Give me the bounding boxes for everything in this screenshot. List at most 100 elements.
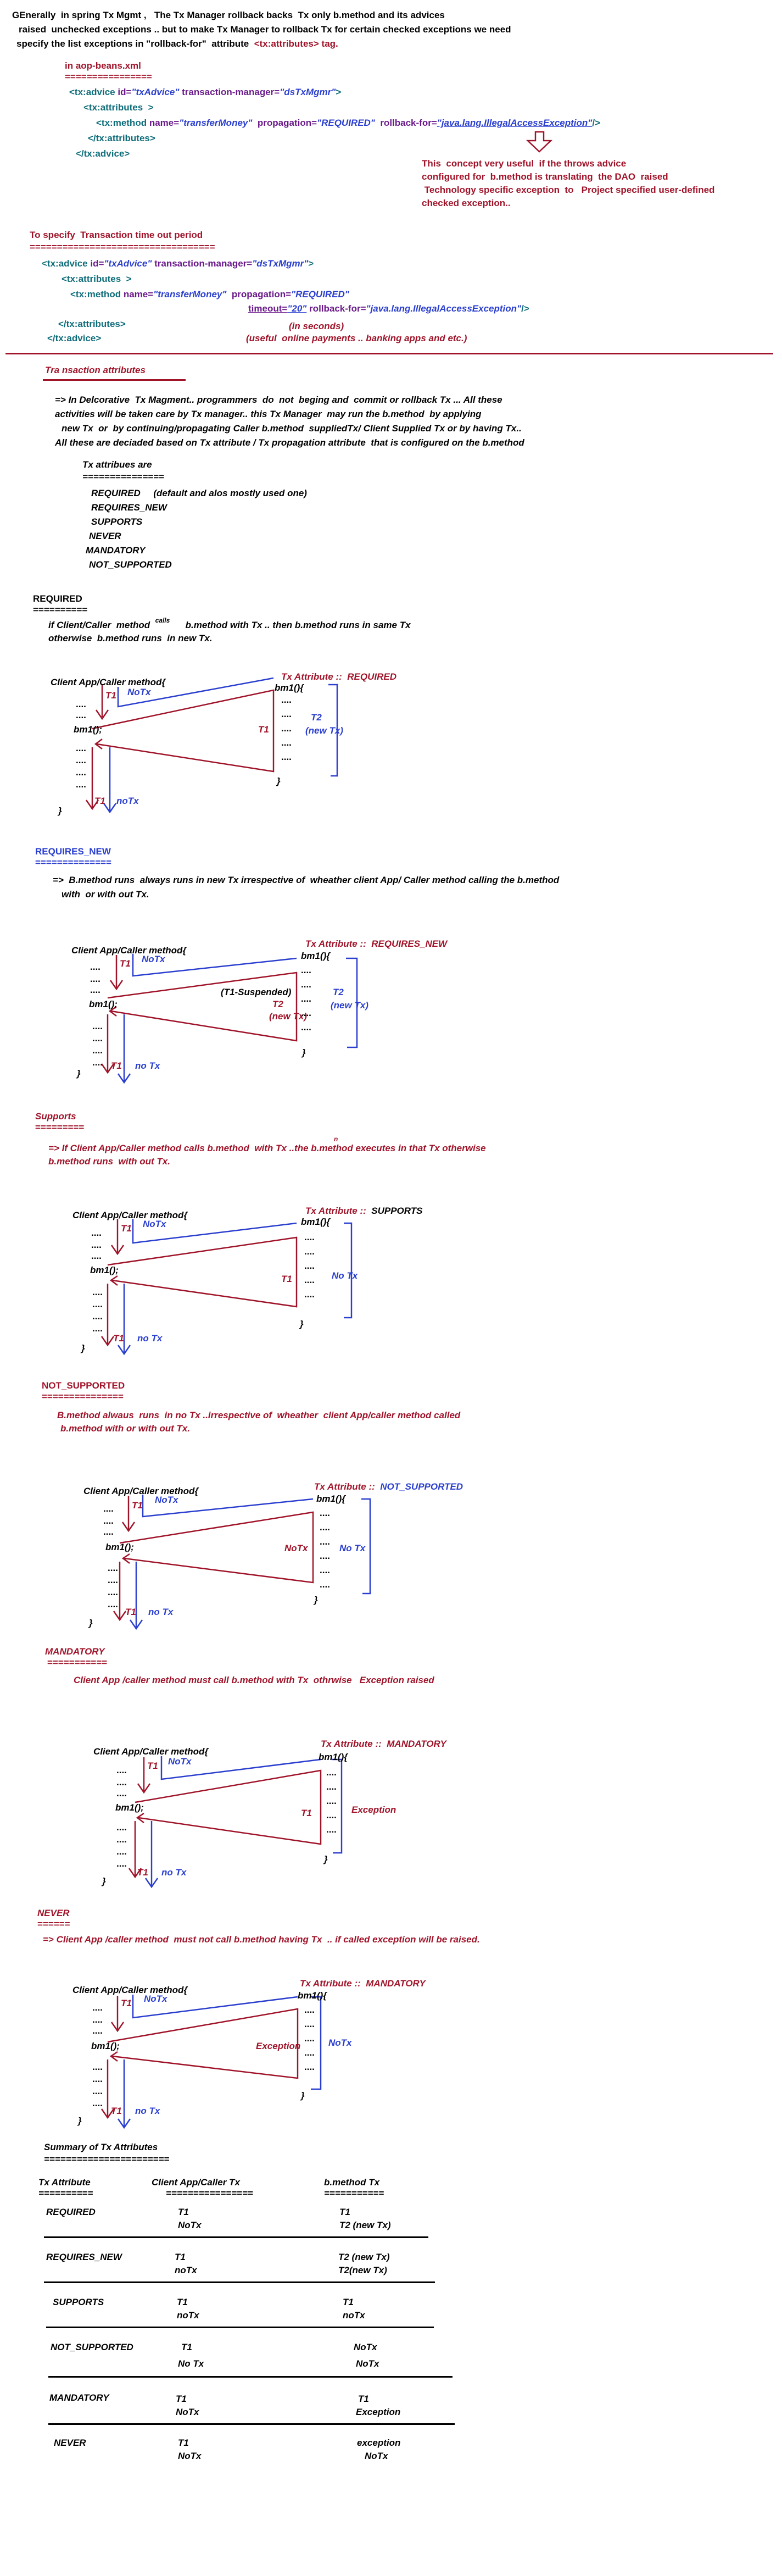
not-supported-client: Client App/Caller method{ <box>83 1486 199 1496</box>
requires-new-dots-2: .... <box>90 974 100 984</box>
summary-header-bmethod-rule: =========== <box>324 2188 384 2199</box>
xml1-line-4: </tx:attributes> <box>88 133 155 143</box>
summary-row-supports-bmethod-2: noTx <box>343 2310 365 2320</box>
not-supported-notx-top: NoTx <box>155 1495 178 1505</box>
requires-new-t1-bottom: T1 <box>111 1061 122 1071</box>
never-t1-bottom: T1 <box>111 2106 122 2116</box>
not-supported-attr-label: Tx Attribute :: NOT_SUPPORTED <box>314 1481 463 1492</box>
requires-new-dots-r2: .... <box>301 979 311 990</box>
timeout-line-4: timeout="20" rollback-for="java.lang.Ill… <box>248 303 529 314</box>
required-bm1-decl: bm1(){ <box>275 682 304 693</box>
xml1-line-1: <tx:advice id="txAdvice" transaction-man… <box>69 87 342 97</box>
mandatory-t1-top: T1 <box>147 1761 158 1771</box>
never-dots-7: .... <box>92 2098 103 2108</box>
not-supported-dots-6: .... <box>108 1587 118 1597</box>
tx-section-heading-underline <box>43 379 186 381</box>
mandatory-bm1-decl: bm1(){ <box>319 1752 348 1762</box>
mandatory-title: MANDATORY <box>45 1646 105 1657</box>
summary-row-mandatory-bmethod-1: T1 <box>358 2394 369 2404</box>
never-dots-1: .... <box>92 2002 103 2013</box>
summary-header-attr: Tx Attribute <box>38 2177 91 2188</box>
mandatory-bm1-call: bm1(); <box>115 1802 144 1813</box>
never-attr-label: Tx Attribute :: MANDATORY <box>300 1978 426 1989</box>
never-dots-3: .... <box>92 2025 103 2036</box>
required-dots-r3: .... <box>281 723 292 734</box>
not-supported-notx-bottom: no Tx <box>148 1607 174 1617</box>
mandatory-notx-bottom: no Tx <box>161 1867 187 1878</box>
tx-list-item-never: NEVER <box>89 531 121 541</box>
summary-row-requires-new-caller-2: noTx <box>175 2265 197 2275</box>
required-newtx: (new Tx) <box>305 725 343 736</box>
requires-new-bm1-call: bm1(); <box>89 999 118 1009</box>
not-supported-close-right: } <box>314 1595 318 1605</box>
required-dots-2: .... <box>76 710 86 720</box>
mandatory-dots-4: .... <box>116 1822 127 1833</box>
timeout-rule: ================================== <box>30 242 215 252</box>
mandatory-dots-2: .... <box>116 1777 127 1787</box>
summary-header-attr-rule: ========== <box>38 2188 93 2199</box>
requires-new-suspended: (T1-Suspended) <box>221 987 292 997</box>
requires-new-dots-r4: .... <box>301 1008 311 1018</box>
summary-title: Summary of Tx Attributes <box>44 2142 158 2152</box>
requires-new-attr-label: Tx Attribute :: REQUIRES_NEW <box>305 939 448 949</box>
summary-row-not-supported-bmethod-1: NoTx <box>354 2342 377 2352</box>
never-desc: => Client App /caller method must not ca… <box>43 1934 480 1945</box>
tx-list-item-required: REQUIRED (default and alos mostly used o… <box>91 488 307 498</box>
requires-new-t2-right: T2 <box>333 987 344 997</box>
summary-row-required-caller-2: NoTx <box>178 2220 202 2230</box>
never-rule: ====== <box>37 1919 70 1929</box>
required-bm1-call: bm1(); <box>74 724 102 735</box>
intro-line-2: raised unchecked exceptions .. but to ma… <box>19 24 511 35</box>
mandatory-dots-3: .... <box>116 1788 127 1798</box>
summary-divider-5 <box>48 2423 455 2425</box>
tx-para-1: => In Delcorative Tx Magment.. programme… <box>55 395 502 405</box>
summary-row-never-caller-2: NoTx <box>178 2451 202 2461</box>
summary-row-requires-new-bmethod-2: T2(new Tx) <box>338 2265 387 2275</box>
supports-dots-7: .... <box>92 1323 103 1334</box>
never-dots-r3: .... <box>304 2033 315 2044</box>
supports-dots-r3: .... <box>304 1261 315 1271</box>
required-desc-1: if Client/Caller method calls b.method w… <box>48 617 411 630</box>
required-dots-3: .... <box>76 743 86 753</box>
supports-t1-bottom: T1 <box>113 1333 124 1343</box>
note1-line-2: configured for b.method is translating t… <box>422 171 668 182</box>
required-client: Client App/Caller method{ <box>51 677 166 687</box>
timeout-line-5: </tx:attributes> <box>58 319 126 329</box>
requires-new-rule: ============== <box>35 857 111 868</box>
tx-section-heading: Tra nsaction attributes <box>45 365 146 375</box>
xml1-file: in aop-beans.xml <box>65 60 141 71</box>
never-client: Client App/Caller method{ <box>72 1985 188 1995</box>
intro-tag: <tx:attributes> <box>254 38 319 49</box>
not-supported-bm1-decl: bm1(){ <box>316 1494 345 1504</box>
summary-row-required-bmethod-2: T2 (new Tx) <box>339 2220 391 2230</box>
supports-dots-5: .... <box>92 1299 103 1309</box>
mandatory-dots-r1: .... <box>326 1767 337 1778</box>
not-supported-bm1-call: bm1(); <box>105 1542 134 1552</box>
mandatory-dots-r4: .... <box>326 1810 337 1820</box>
not-supported-title: NOT_SUPPORTED <box>42 1380 125 1391</box>
required-calls: calls <box>155 617 170 624</box>
supports-client: Client App/Caller method{ <box>72 1210 188 1220</box>
mandatory-exception: Exception <box>351 1805 396 1815</box>
summary-row-supports-bmethod-1: T1 <box>343 2297 354 2307</box>
supports-n: n <box>334 1135 338 1143</box>
summary-row-supports-caller-2: noTx <box>177 2310 199 2320</box>
requires-new-title: REQUIRES_NEW <box>35 846 111 857</box>
not-supported-notx-inner: NoTx <box>284 1543 308 1553</box>
xml1-rule: ================ <box>65 71 152 82</box>
not-supported-t1-bottom: T1 <box>125 1607 136 1617</box>
requires-new-close-left: } <box>77 1068 81 1079</box>
supports-dots-2: .... <box>91 1240 102 1250</box>
summary-rule: ======================= <box>44 2154 170 2164</box>
requires-new-dots-6: .... <box>92 1045 103 1056</box>
required-attr-label: Tx Attribute :: REQUIRED <box>281 671 396 682</box>
required-dots-6: .... <box>76 779 86 790</box>
tx-list-item-mandatory: MANDATORY <box>86 545 146 556</box>
not-supported-desc-2: b.method with or with out Tx. <box>60 1423 191 1434</box>
requires-new-dots-3: .... <box>90 985 100 995</box>
not-supported-dots-r6: .... <box>320 1579 330 1590</box>
requires-new-desc-1: => B.method runs always runs in new Tx i… <box>53 875 560 885</box>
supports-dots-4: .... <box>92 1287 103 1297</box>
